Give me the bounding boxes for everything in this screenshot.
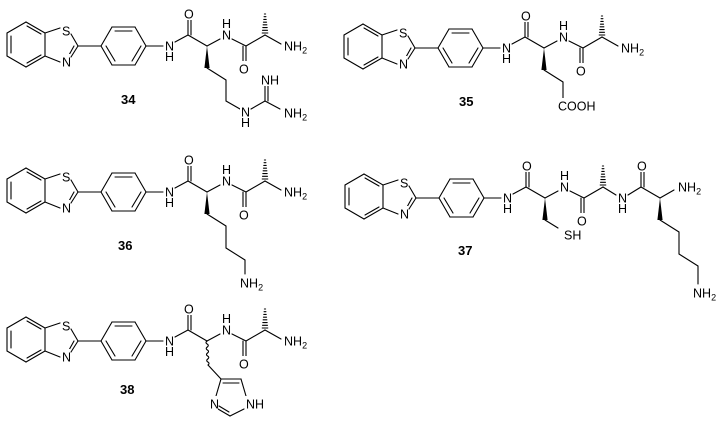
atom-nh2: NH2 xyxy=(240,277,263,293)
compound-label: 35 xyxy=(459,94,473,109)
atom-n: N xyxy=(399,58,408,72)
atom-o: O xyxy=(576,65,586,79)
atom-h: H xyxy=(559,19,568,33)
atom-o: O xyxy=(184,154,194,168)
compound-label: 37 xyxy=(458,243,472,258)
atom-h: H xyxy=(222,17,231,31)
atom-h: H xyxy=(502,52,511,66)
atom-h: H xyxy=(222,163,231,177)
atom-n: N xyxy=(560,181,569,195)
atom-s: S xyxy=(400,177,408,191)
atom-o: O xyxy=(239,63,249,77)
atom-nh2: NH2 xyxy=(693,287,716,303)
atom-h: H xyxy=(503,202,512,216)
atom-n: N xyxy=(62,202,71,216)
atom-nh2: NH2 xyxy=(678,181,701,197)
atom-o: O xyxy=(521,10,531,24)
atom-nh: NH xyxy=(261,74,279,88)
atom-h: H xyxy=(165,196,174,210)
atom-nh2: NH2 xyxy=(284,186,307,202)
atom-n: N xyxy=(559,31,568,45)
atom-n: N xyxy=(503,192,512,206)
compound-label: 38 xyxy=(120,382,134,397)
atom-o: O xyxy=(522,160,532,174)
atom-nh2: NH2 xyxy=(284,335,307,351)
atom-h: H xyxy=(222,312,231,326)
atom-h: H xyxy=(165,345,174,359)
atom-o: O xyxy=(577,215,587,229)
atom-o: O xyxy=(637,160,647,174)
atom-n: N xyxy=(62,351,71,365)
atom-h: H xyxy=(560,169,569,183)
atom-n: N xyxy=(222,175,231,189)
atom-s: S xyxy=(62,320,70,334)
atom-n: N xyxy=(222,29,231,43)
atom-n: N xyxy=(241,106,250,120)
atom-n: N xyxy=(400,208,409,222)
atom-n: N xyxy=(165,335,174,349)
atom-n: N xyxy=(210,398,219,412)
atom-n: N xyxy=(62,56,71,70)
atom-nh2: NH2 xyxy=(284,107,307,123)
atom-n: N xyxy=(165,40,174,54)
atom-nh2: NH2 xyxy=(284,40,307,56)
atom-h: H xyxy=(165,50,174,64)
atom-o: O xyxy=(239,209,249,223)
atom-nh2: NH2 xyxy=(621,42,644,58)
compound-label: 36 xyxy=(118,238,132,253)
atom-h: H xyxy=(241,116,250,130)
atom-n: N xyxy=(618,192,627,206)
atom-n: N xyxy=(165,186,174,200)
atom-o: O xyxy=(184,8,194,22)
atom-s: S xyxy=(62,171,70,185)
atom-h: H xyxy=(618,202,627,216)
atom-o: O xyxy=(239,358,249,372)
atom-o: O xyxy=(184,303,194,317)
compound-label: 34 xyxy=(121,92,136,107)
atom-cooh: COOH xyxy=(558,100,596,114)
atom-n: N xyxy=(222,324,231,338)
atom-n: N xyxy=(502,42,511,56)
atom-sh: SH xyxy=(564,229,581,243)
atom-s: S xyxy=(399,27,407,41)
atom-s: S xyxy=(62,25,70,39)
atom-nh: NH xyxy=(246,398,264,412)
